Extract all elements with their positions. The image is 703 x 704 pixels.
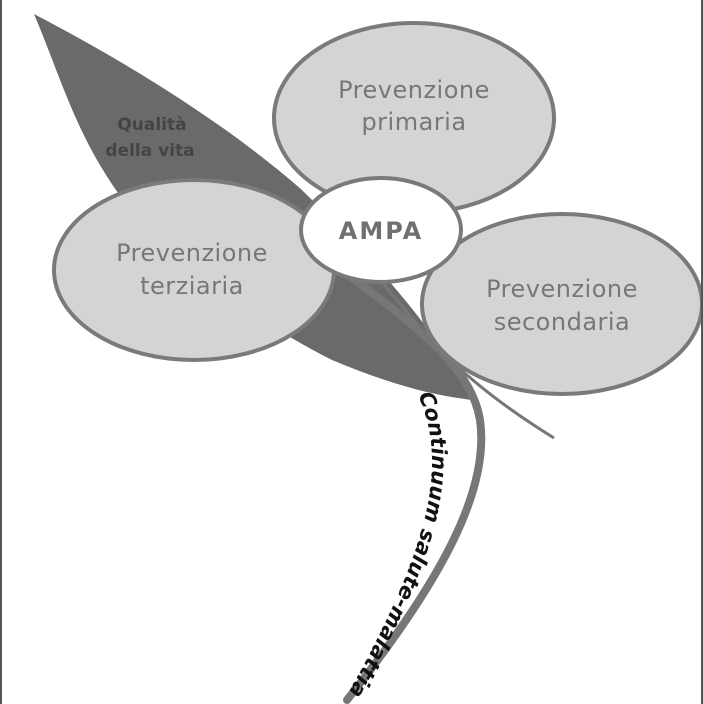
petal-secondary — [420, 212, 701, 396]
petal-tertiary — [52, 178, 336, 362]
leaf-label-line1: Qualità — [117, 115, 186, 135]
petal-tertiary-label-line2: terziaria — [140, 272, 244, 300]
leaf-label-line2: della vita — [105, 141, 194, 161]
petal-tertiary-label-line1: Prevenzione — [116, 239, 268, 267]
stem — [343, 274, 486, 704]
petal-primary-label-line2: primaria — [361, 108, 466, 136]
stem-label: Continuum salute-malattia — [344, 388, 451, 702]
center-ampa — [299, 176, 463, 284]
center-label: AMPA — [339, 217, 423, 245]
petal-primary-label-line1: Prevenzione — [338, 76, 490, 104]
petal-secondary-label-line1: Prevenzione — [486, 275, 638, 303]
petal-secondary-label-line2: secondaria — [494, 308, 631, 336]
stem-label-path: Continuum salute-malattia — [344, 388, 451, 702]
